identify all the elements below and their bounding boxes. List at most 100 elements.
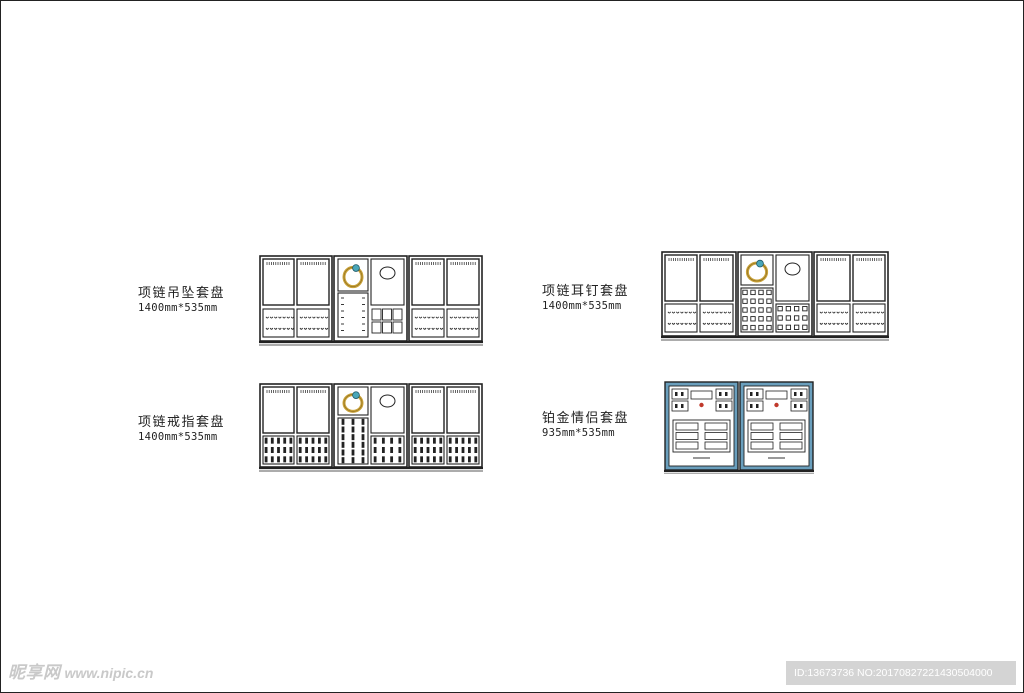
stud-grid [775,303,810,333]
ring-slot [455,447,458,453]
ring-grid [446,435,480,465]
ring-slot [324,447,328,453]
stud-card [742,289,748,296]
hook-mark [431,316,435,319]
couple-card [746,400,764,412]
hook-mark [872,322,876,325]
bar-slot [675,441,699,450]
hook-mark [466,316,470,319]
necklace-plate [699,254,734,302]
circle-icon [784,262,801,276]
hook-mark [823,322,828,325]
stud-card [802,306,808,312]
hook-mark [278,316,282,319]
ring-slot [283,437,287,444]
ring-display-box [740,254,774,286]
hook-mark [274,327,278,330]
hook-mark [671,311,676,314]
ring-slot [474,437,478,444]
stud-card [742,316,748,322]
ring-grid [337,417,369,465]
bar-slot [750,432,774,440]
ring-slot [433,437,436,444]
hook-mark [303,327,308,330]
hook-mark [427,327,431,330]
ring-slot [373,456,377,463]
stud-card [785,306,792,312]
hook-strip [852,303,886,333]
image-id-bar: ID:13673736 NO:20170827221430504000 [786,661,1016,685]
stud-card [758,324,764,331]
ring-slot [373,447,377,453]
ring-slot [283,447,287,453]
necklace-plate [446,386,480,434]
ring-slot [311,447,315,453]
ring-slot [305,456,308,463]
ring-slot [390,437,394,444]
brand-strip [693,457,710,459]
watermark-brand: 昵享网 [8,663,61,682]
hook-mark [667,311,671,314]
hook-mark [418,327,423,330]
logo-plate [765,390,788,400]
hook-mark [269,316,274,319]
ring-slot [270,447,274,453]
ring-slot [351,457,355,464]
hook-strip [446,308,480,338]
hook-mark [423,316,427,319]
stud-card [777,306,783,312]
necklace-plate [411,258,445,306]
gem-icon [756,259,764,268]
necklace-plate [816,254,851,302]
hook-mark [876,322,880,325]
ring-slot [675,392,678,396]
ring-slot [750,404,753,408]
hook-mark [836,311,840,314]
inner-panel [743,385,810,467]
ring-slot [381,456,385,463]
ring-slot [305,447,308,453]
ring-slot [277,456,280,463]
stud-card [777,324,783,330]
ring-slot [675,404,678,408]
ring-slot [351,441,355,448]
hook-mark [840,311,844,314]
ring-slot [324,437,328,444]
ring-slot [461,456,465,463]
ring-slot [341,418,345,425]
couple-card [671,400,689,412]
ring-slot [420,456,423,463]
hook-strip [296,308,330,338]
ring-slot [277,447,280,453]
bar-slot [779,441,803,450]
hook-mark [692,311,697,314]
hook-mark [453,327,458,330]
hook-mark [435,327,439,330]
gem-icon [352,264,360,272]
hook-mark [819,311,823,314]
necklace-plate [852,254,886,302]
inner-panel [668,385,735,467]
hook-strip [262,308,295,338]
hook-mark [449,327,453,330]
stud-card [750,289,756,296]
hook-mark [711,311,715,314]
hook-mark [274,316,278,319]
hook-mark [688,322,692,325]
hook-mark [819,322,823,325]
ring-slot [264,456,268,463]
hook-mark [832,311,836,314]
ring-slot [448,447,452,453]
necklace-plate [446,258,480,306]
hook-mark [667,322,671,325]
ring-slot [318,456,321,463]
hook-mark [414,316,418,319]
hook-mark [458,316,462,319]
pendant-card [392,321,403,334]
hook-mark [414,327,418,330]
set-name: 项链耳钉套盘 [542,284,630,299]
hook-mark [324,327,329,330]
ring-slot [289,437,293,444]
necklace-plate [411,386,445,434]
